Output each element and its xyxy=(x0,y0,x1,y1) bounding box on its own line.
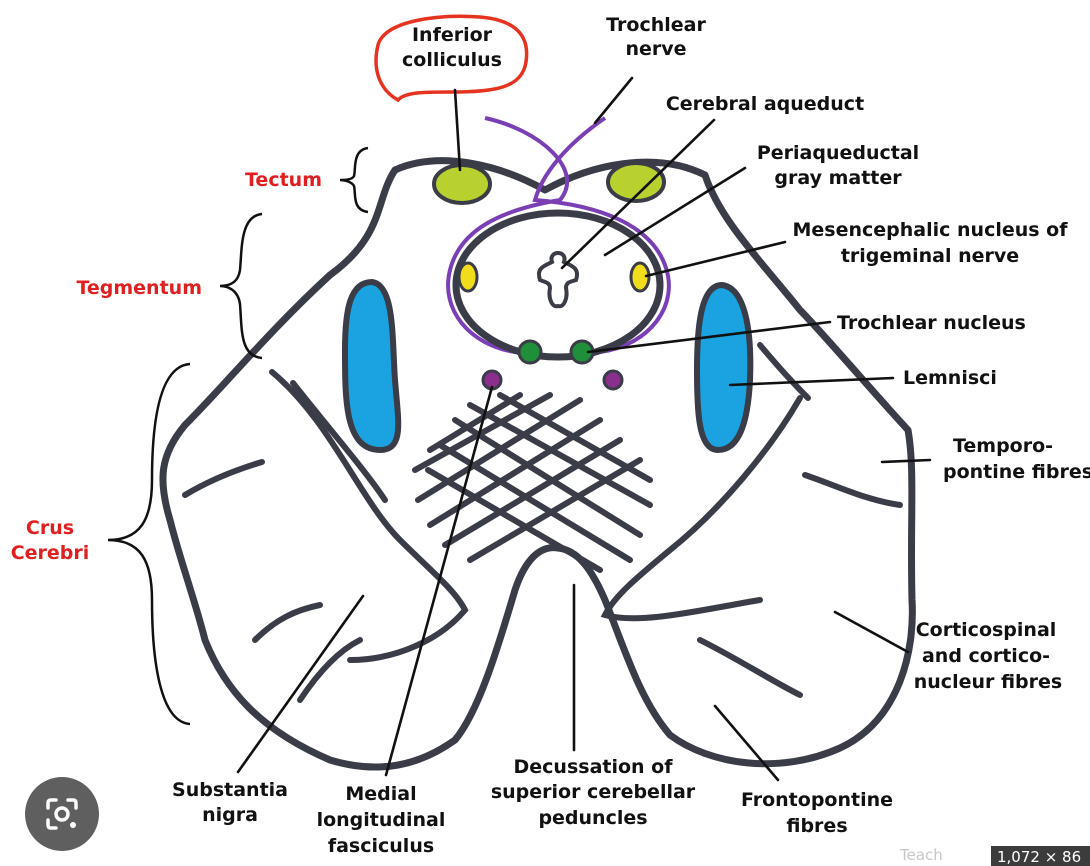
substantia-nigra-boundary-left xyxy=(269,369,469,663)
label-corticospinal-line2: and cortico- xyxy=(922,645,1050,667)
mesencephalic-nucleus-left xyxy=(457,261,479,293)
inferior-colliculus-right xyxy=(606,161,666,203)
trochlear-nucleus-left xyxy=(517,339,543,365)
highlight-circle xyxy=(374,14,529,103)
label-mesencephalic-line1: Mesencephalic nucleus of xyxy=(793,219,1069,241)
midbrain-outline xyxy=(159,157,916,771)
region-tegmentum: Tegmentum xyxy=(76,277,202,299)
right-peduncle-line-3 xyxy=(757,342,811,401)
lemniscus-right xyxy=(693,281,754,454)
region-crus-line2: Cerebri xyxy=(11,542,90,564)
image-source-text: Teach xyxy=(900,846,943,864)
label-mesencephalic-line2: trigeminal nerve xyxy=(841,245,1019,267)
label-periaqueductal-line2: gray matter xyxy=(774,167,902,189)
right-peduncle-line-2 xyxy=(697,637,803,698)
left-peduncle-line-3 xyxy=(252,602,323,643)
left-peduncle-line-1 xyxy=(290,380,388,503)
label-corticospinal-line1: Corticospinal xyxy=(916,619,1057,641)
region-tectum: Tectum xyxy=(245,169,322,191)
label-temporopontine-line1: Temporo- xyxy=(953,435,1053,457)
label-mlf-line2: longitudinal xyxy=(317,809,446,831)
lemniscus-left xyxy=(341,278,402,454)
substantia-nigra-boundary-right xyxy=(600,395,803,622)
mlf-right xyxy=(602,369,624,391)
label-trochlear-nucleus: Trochlear nucleus xyxy=(837,312,1026,334)
label-trochlear-nerve-line2: nerve xyxy=(625,38,686,60)
label-inferior-colliculus-line1: Inferior xyxy=(412,24,493,46)
right-peduncle-line-1 xyxy=(802,472,903,508)
label-lemnisci: Lemnisci xyxy=(903,367,997,389)
google-lens-button[interactable] xyxy=(25,777,99,851)
label-decussation-line3: peduncles xyxy=(538,807,647,829)
label-periaqueductal-line1: Periaqueductal xyxy=(757,142,919,164)
google-lens-icon xyxy=(46,798,78,830)
label-substantia-nigra-line2: nigra xyxy=(202,804,258,826)
left-peduncle-line-2 xyxy=(182,459,265,498)
region-crus-line1: Crus xyxy=(26,517,74,539)
label-inferior-colliculus-line2: colliculus xyxy=(402,49,502,71)
label-substantia-nigra-line1: Substantia xyxy=(172,779,288,801)
trochlear-nerve-right xyxy=(532,116,671,354)
label-decussation-line2: superior cerebellar xyxy=(491,781,696,803)
left-peduncle-line-4 xyxy=(297,637,363,703)
trochlear-nerve-left xyxy=(446,116,569,354)
label-cerebral-aqueduct: Cerebral aqueduct xyxy=(666,93,864,115)
mesencephalic-nucleus-right xyxy=(629,261,651,293)
tectum-bracket xyxy=(339,146,369,214)
tegmentum-bracket xyxy=(219,212,263,360)
label-frontopontine-line1: Frontopontine xyxy=(741,789,893,811)
label-mlf-line3: fasciculus xyxy=(328,835,434,857)
label-temporopontine-line2: pontine fibres xyxy=(943,461,1090,483)
label-frontopontine-line2: fibres xyxy=(786,815,847,837)
label-mlf-line1: Medial xyxy=(345,783,416,805)
image-size-badge: 1,072 × 86 xyxy=(991,846,1090,866)
label-trochlear-nerve-line1: Trochlear xyxy=(606,14,706,36)
label-corticospinal-line3: nucleur fibres xyxy=(914,671,1062,693)
crus-cerebri-bracket xyxy=(107,362,191,726)
inferior-colliculus-left xyxy=(432,163,492,205)
leader-lines xyxy=(236,76,932,782)
label-decussation-line1: Decussation of xyxy=(514,756,674,778)
decussation-crosshatch xyxy=(412,392,653,573)
